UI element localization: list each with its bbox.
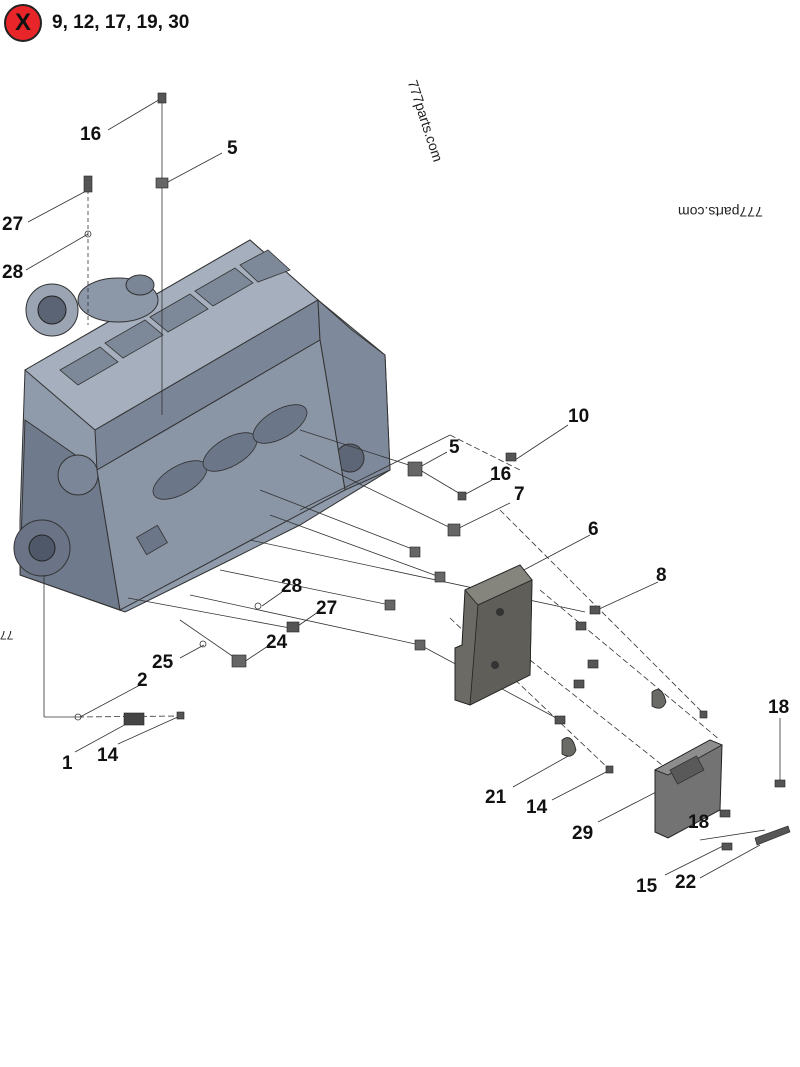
- sensor-1: [123, 712, 145, 726]
- callout-8: 8: [656, 565, 667, 586]
- bolt-15: [721, 842, 733, 851]
- callout-7: 7: [514, 484, 525, 505]
- callout-29: 29: [572, 823, 593, 844]
- callout-22: 22: [675, 872, 696, 893]
- callout-10: 10: [568, 406, 589, 427]
- gasket-22: [754, 825, 791, 846]
- turbocharger: [25, 274, 159, 337]
- callout-28-mid: 28: [281, 576, 302, 597]
- callout-5-top: 5: [227, 138, 238, 159]
- callout-2: 2: [137, 670, 148, 691]
- callout-14-left: 14: [97, 745, 119, 766]
- callout-28-left: 28: [2, 262, 23, 283]
- callout-18-right: 18: [768, 697, 789, 718]
- callout-16-top: 16: [80, 124, 101, 145]
- mounting-bracket-6: [454, 564, 533, 706]
- bolt-14-left: [176, 711, 185, 720]
- excluded-parts-header: X 9, 12, 17, 19, 30: [4, 4, 189, 42]
- clip-21-upper: [651, 689, 667, 709]
- oring-28-top: [84, 230, 92, 238]
- bolt-18-lower: [719, 809, 731, 818]
- callout-15: 15: [636, 876, 658, 897]
- callout-1: 1: [62, 753, 73, 774]
- callout-14-mid: 14: [526, 797, 548, 818]
- x-circle-icon: X: [4, 4, 42, 42]
- sensor-24: [231, 654, 247, 668]
- sensor-5-top: [155, 177, 169, 189]
- bolt-18-right: [774, 779, 786, 788]
- callout-5-mid: 5: [449, 437, 460, 458]
- callout-27-left: 27: [2, 214, 23, 235]
- small-parts: [74, 92, 786, 851]
- callout-21: 21: [485, 787, 507, 808]
- callout-25: 25: [152, 652, 174, 673]
- callout-6: 6: [588, 519, 599, 540]
- bolt-16-mid: [457, 491, 467, 501]
- callout-24: 24: [266, 632, 288, 653]
- sensor-27-mid: [286, 621, 300, 633]
- oring-2: [74, 713, 82, 721]
- bolt-16-top: [157, 92, 167, 104]
- ecm-module-29: [654, 739, 791, 846]
- excluded-parts-list: 9, 12, 17, 19, 30: [52, 12, 190, 33]
- callout-labels: 16 5 27 28 10 5 16 7 6 8 28 27 24 25 2 1…: [2, 124, 789, 897]
- callout-27-mid: 27: [316, 598, 337, 619]
- bolt-14-mid: [605, 765, 614, 774]
- engine-block: [13, 239, 391, 613]
- oring-28-mid: [254, 602, 262, 610]
- callout-16-mid: 16: [490, 464, 511, 485]
- spacer-7: [447, 523, 461, 537]
- clip-21-lower: [561, 737, 577, 757]
- sensor-5-mid: [407, 461, 423, 477]
- callout-18-lower: 18: [688, 812, 709, 833]
- bolt-8: [589, 605, 601, 615]
- oring-25: [199, 640, 207, 648]
- bolt-10: [505, 452, 517, 462]
- sensor-27-top: [83, 175, 93, 193]
